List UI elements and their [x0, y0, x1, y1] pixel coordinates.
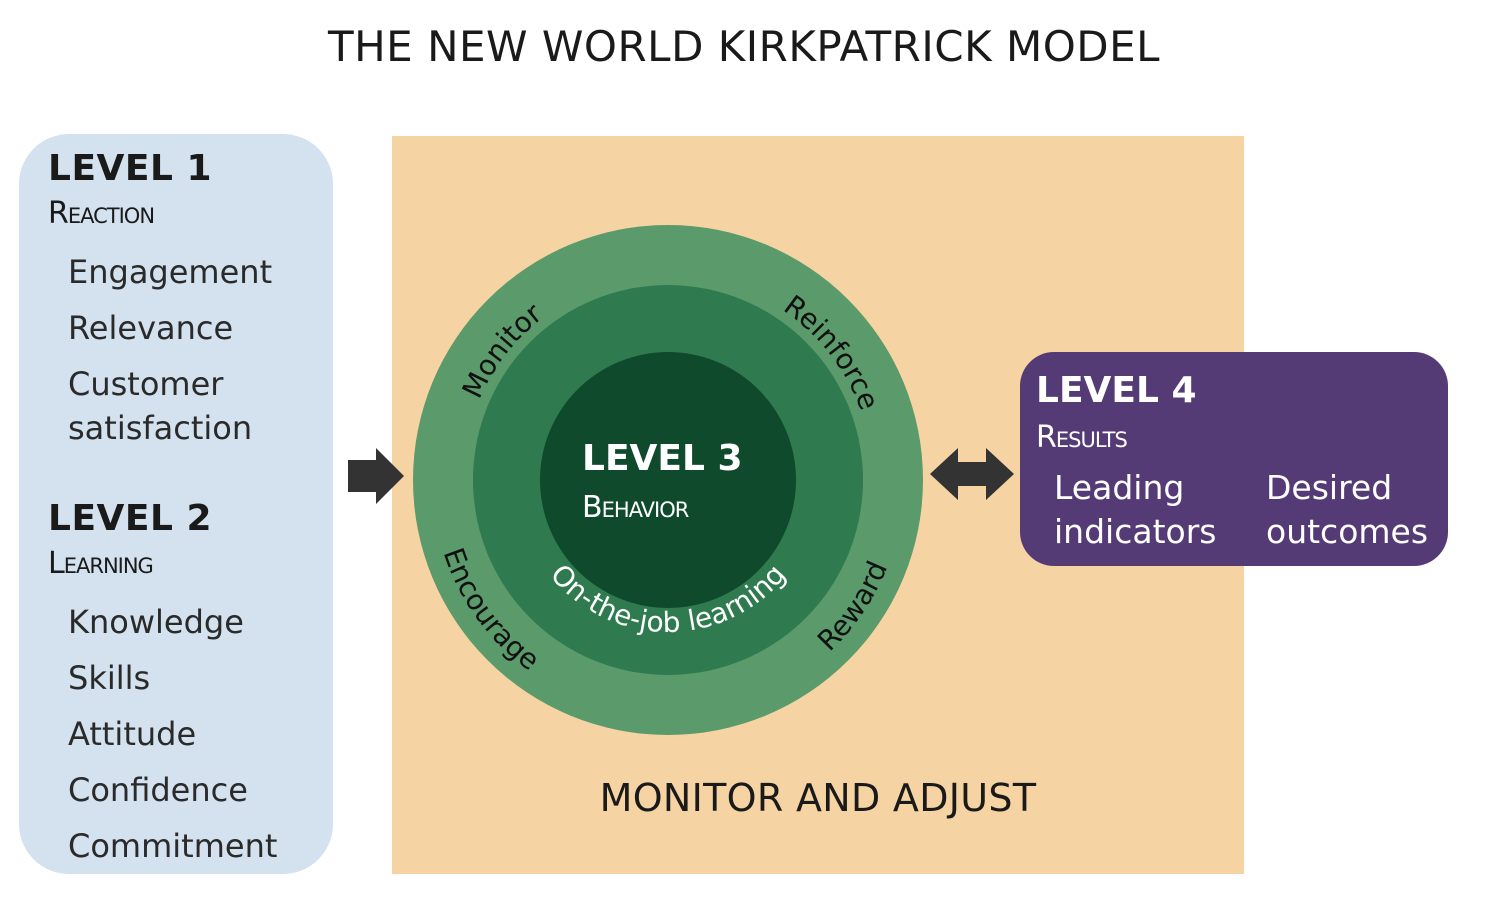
level4-col1-line: indicators [1054, 512, 1217, 551]
level1-item: Relevance [68, 309, 234, 347]
level2-item: Attitude [68, 715, 197, 753]
level1-item: satisfaction [68, 409, 253, 447]
level1-heading: LEVEL 1 [48, 148, 213, 189]
level2-subheading: Learning [48, 546, 154, 581]
level2-item: Knowledge [68, 603, 244, 641]
levels-1-2-panel: LEVEL 1 Reaction Engagement Relevance Cu… [19, 134, 333, 874]
level4-subheading: Results [1036, 420, 1128, 455]
level2-item: Confidence [68, 771, 248, 809]
level4-heading: LEVEL 4 [1036, 370, 1197, 411]
level1-item: Engagement [68, 253, 273, 291]
level4-col2-line: outcomes [1266, 512, 1429, 551]
level4-leading-indicators: Leading indicators [1054, 466, 1216, 554]
level2-heading: LEVEL 2 [48, 498, 213, 539]
right-arrow-icon [348, 448, 404, 504]
level1-subheading: Reaction [48, 196, 155, 231]
double-arrow-icon [930, 448, 1014, 500]
monitor-adjust-label: MONITOR AND ADJUST [599, 776, 1037, 820]
level2-item: Skills [68, 659, 151, 697]
level3-heading: LEVEL 3 [582, 438, 743, 479]
level4-panel: LEVEL 4 Results Leading indicators Desir… [1020, 352, 1448, 566]
level2-item: Commitment [68, 827, 278, 865]
level4-col1-line: Leading [1054, 468, 1185, 507]
page-title: THE NEW WORLD KIRKPATRICK MODEL [327, 22, 1161, 71]
level3-subheading: Behavior [582, 490, 689, 525]
level1-item: Customer [68, 365, 224, 403]
level4-col2-line: Desired [1266, 468, 1393, 507]
inner-circle [540, 352, 796, 608]
level4-desired-outcomes: Desired outcomes [1266, 466, 1428, 554]
